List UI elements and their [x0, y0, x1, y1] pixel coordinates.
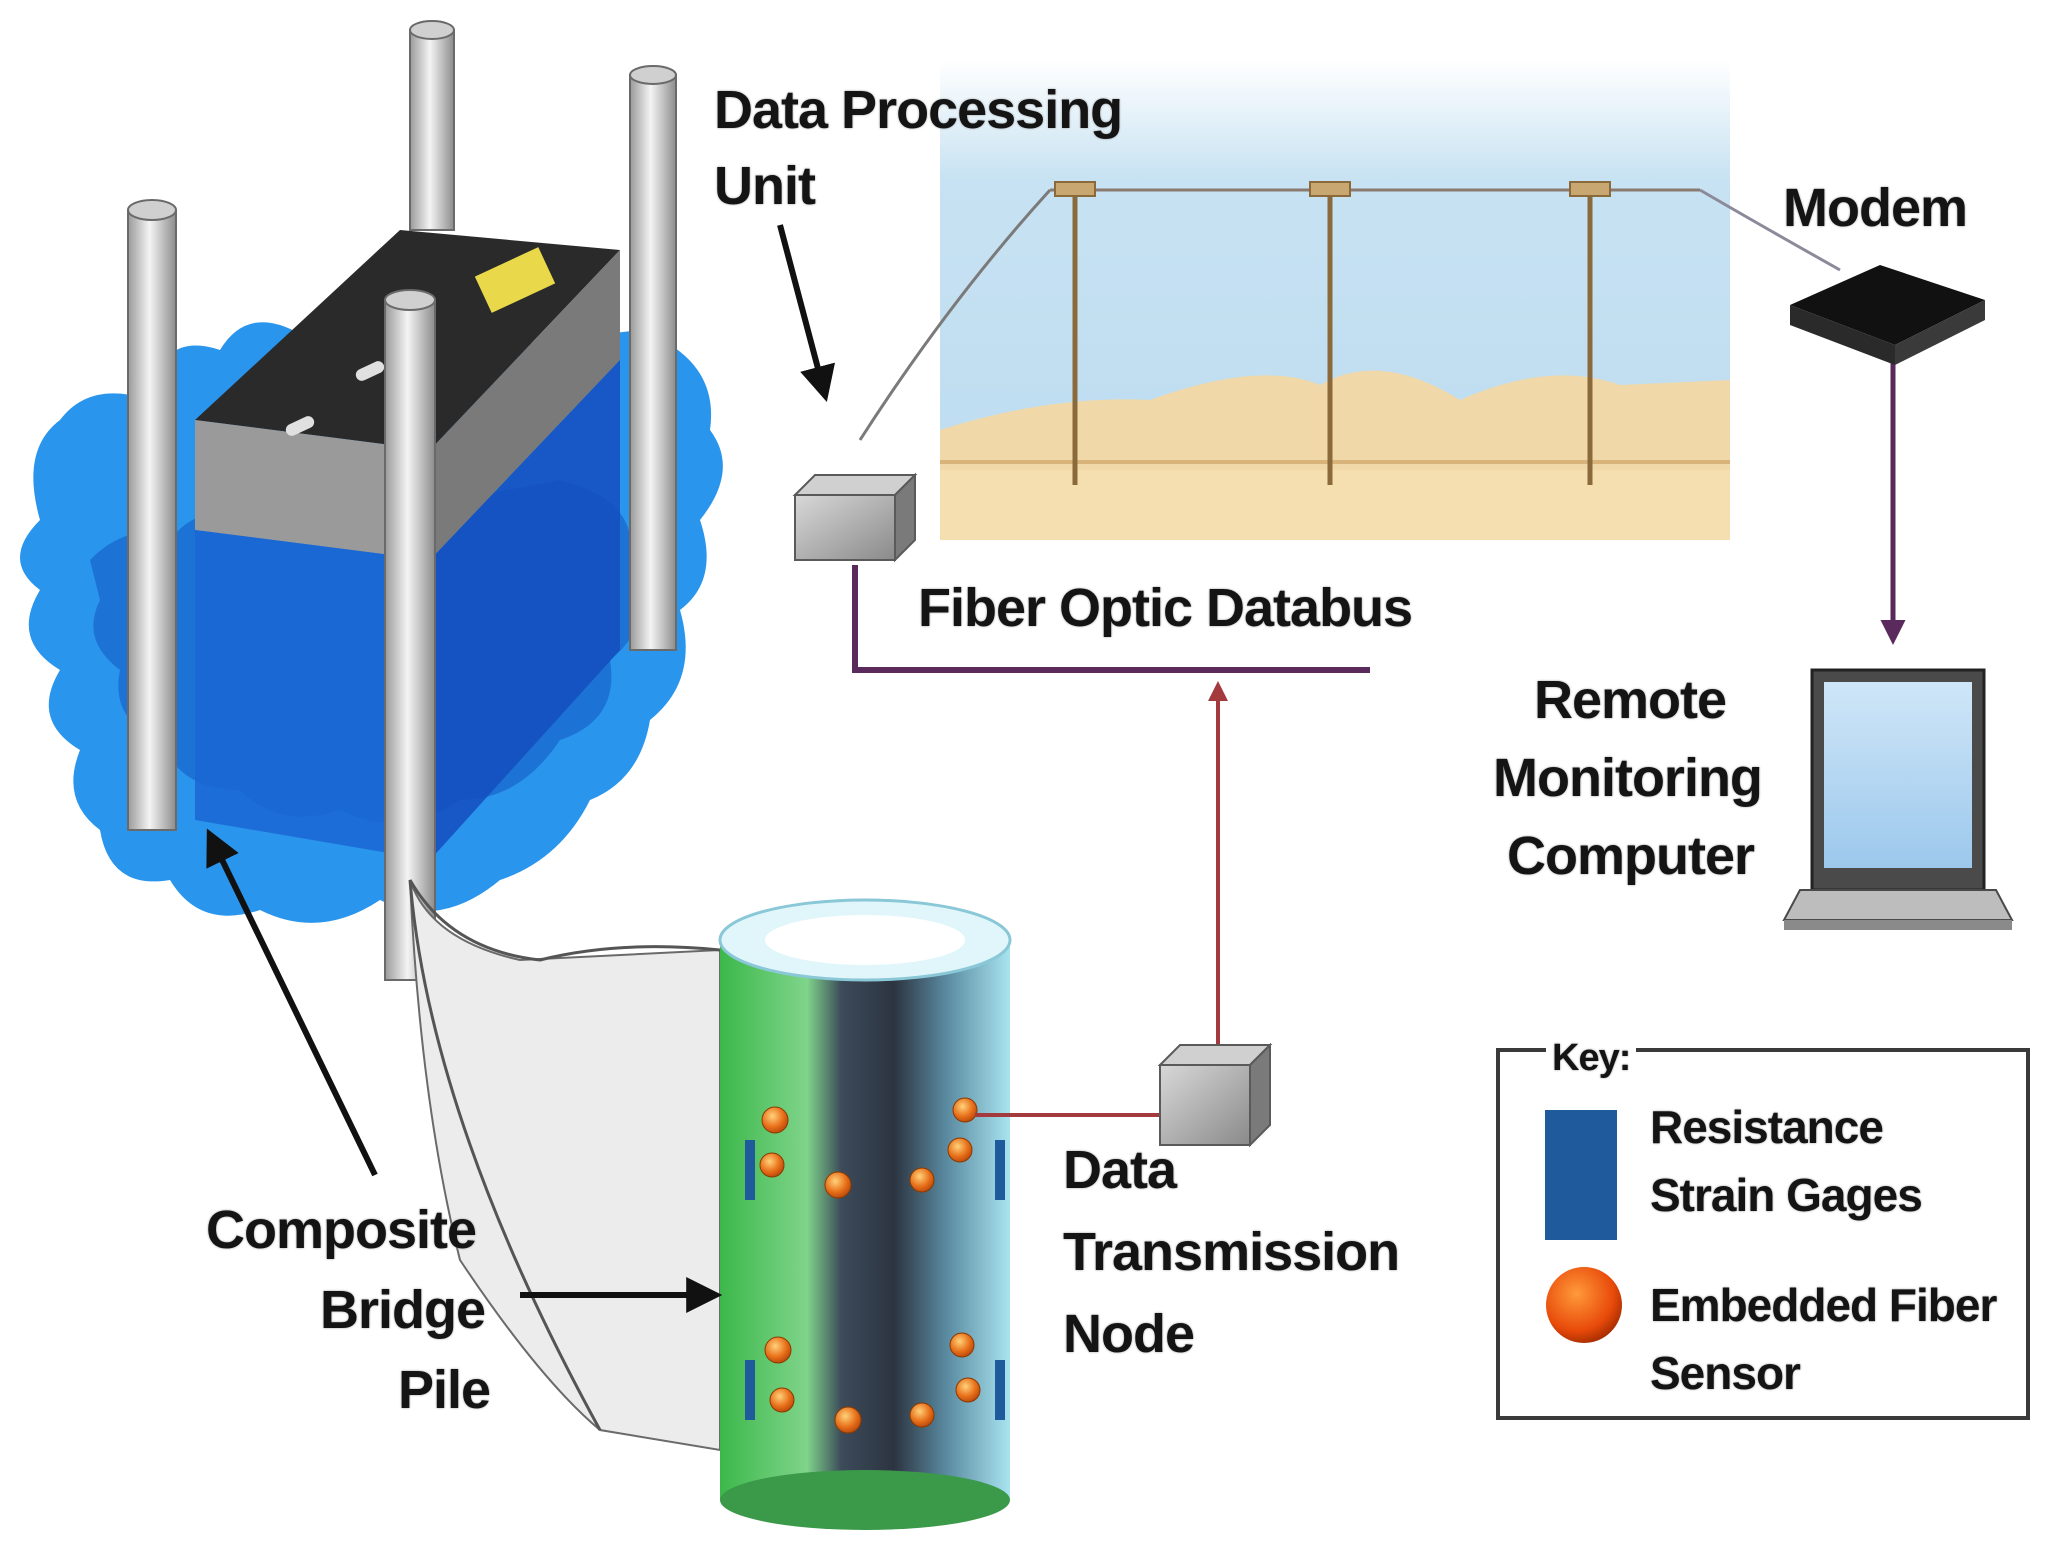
- key-embedded-fiber-sensor-line1: Embedded Fiber: [1650, 1276, 1996, 1334]
- data-transmission-node-label-line2: Transmission: [1063, 1222, 1399, 1282]
- composite-bridge-pile-label-line3: Pile: [398, 1360, 490, 1420]
- modem-label: Modem: [1783, 178, 1967, 238]
- composite-bridge-pile-label-line1: Composite: [206, 1200, 476, 1260]
- key-resistance-strain-gages-line2: Strain Gages: [1650, 1166, 1922, 1224]
- data-transmission-node-label-line3: Node: [1063, 1304, 1194, 1364]
- data-transmission-node-label-line1: Data: [1063, 1140, 1176, 1200]
- data-processing-unit-label-line2: Unit: [714, 156, 815, 216]
- remote-monitoring-computer-label-line1: Remote: [1534, 670, 1726, 730]
- key-embedded-fiber-sensor-line2: Sensor: [1650, 1344, 1800, 1402]
- data-processing-unit-label-line1: Data Processing: [714, 80, 1122, 140]
- data-processing-unit-box: [795, 475, 915, 560]
- fiber-optic-databus-label: Fiber Optic Databus: [918, 578, 1412, 638]
- remote-monitoring-computer-label-line3: Computer: [1507, 826, 1754, 886]
- remote-monitoring-computer-laptop: [1784, 670, 2012, 930]
- sensor-cylinder: [720, 900, 1010, 1530]
- data-transmission-node-box: [1160, 1045, 1270, 1145]
- modem-device: [1790, 265, 1985, 365]
- composite-bridge-pile-label-line2: Bridge: [320, 1280, 485, 1340]
- remote-monitoring-computer-label-line2: Monitoring: [1493, 748, 1762, 808]
- key-title: Key:: [1546, 1036, 1636, 1080]
- key-resistance-strain-gages-line1: Resistance: [1650, 1098, 1883, 1156]
